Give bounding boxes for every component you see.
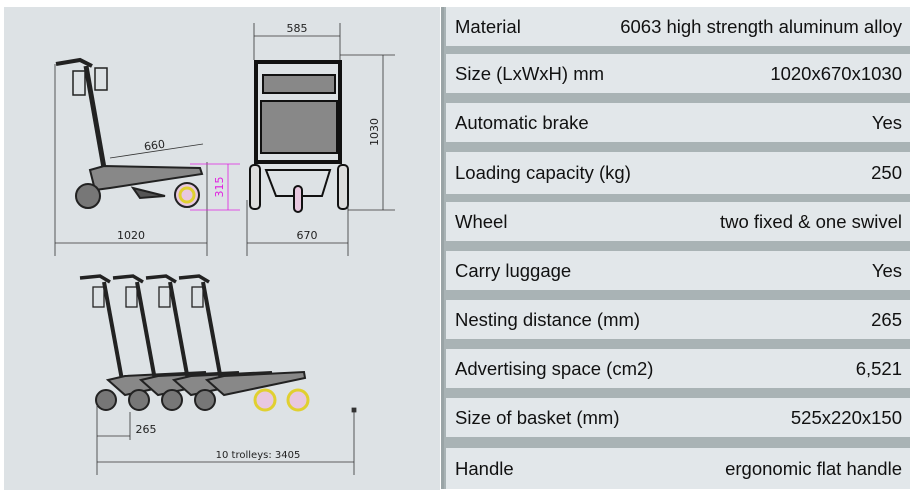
- spec-value: two fixed & one swivel: [719, 210, 902, 232]
- spec-value: 1020x670x1030: [770, 62, 902, 84]
- spec-row-handle: Handle ergonomic flat handle: [446, 448, 910, 489]
- nested-trolleys: [79, 274, 310, 412]
- spec-label: Nesting distance (mm): [455, 308, 641, 330]
- side-dimensions: [54, 64, 240, 256]
- spec-label: Automatic brake: [455, 111, 589, 133]
- spec-value: Yes: [871, 111, 902, 133]
- spec-row-material: Material 6063 high strength aluminum allo…: [446, 7, 910, 46]
- dim-top-width: 585: [287, 22, 308, 35]
- front-dimensions: [246, 23, 395, 256]
- spec-label: Handle: [455, 457, 514, 479]
- dim-height: 1030: [368, 118, 381, 146]
- spec-value: 525x220x150: [790, 406, 902, 428]
- spec-value: Yes: [871, 259, 902, 281]
- dim-nested-length: 10 trolleys: 3405: [216, 450, 301, 461]
- spec-label: Size of basket (mm): [455, 406, 620, 428]
- spec-label: Material: [455, 15, 521, 37]
- front-view-trolley: [249, 60, 349, 213]
- dim-side-length: 1020: [117, 229, 145, 242]
- spec-row-brake: Automatic brake Yes: [446, 103, 910, 142]
- spec-label: Loading capacity (kg): [455, 162, 631, 183]
- spec-table: Material 6063 high strength aluminum allo…: [441, 7, 910, 489]
- spec-row-size: Size (LxWxH) mm 1020x670x1030: [446, 54, 910, 93]
- technical-drawing: 1020 660 315 585 670 1030 265 10 trolley…: [4, 7, 440, 490]
- nested-dimensions: [96, 405, 357, 475]
- trolley-drawing-svg: 1020 660 315 585 670 1030 265 10 trolley…: [54, 22, 395, 475]
- spec-label: Advertising space (cm2): [455, 357, 654, 379]
- spec-label: Size (LxWxH) mm: [455, 62, 605, 84]
- dim-deck-height: 315: [213, 177, 226, 198]
- spec-value: 265: [871, 308, 902, 330]
- dim-nesting: 265: [136, 423, 157, 436]
- spec-value: ergonomic flat handle: [725, 457, 902, 479]
- spec-label: Wheel: [455, 210, 508, 232]
- spec-value: 6063 high strength aluminum alloy: [620, 15, 902, 37]
- spec-row-advertising: Advertising space (cm2) 6,521: [446, 349, 910, 388]
- side-view-trolley: [55, 57, 204, 209]
- spec-row-luggage: Carry luggage Yes: [446, 251, 910, 290]
- spec-row-basket: Size of basket (mm) 525x220x150: [446, 398, 910, 437]
- dim-width: 670: [297, 229, 318, 242]
- spec-value: 250: [871, 162, 902, 183]
- spec-row-nesting: Nesting distance (mm) 265: [446, 300, 910, 339]
- spec-row-wheel: Wheel two fixed & one swivel: [446, 202, 910, 241]
- spec-row-capacity: Loading capacity (kg) 250: [446, 152, 910, 194]
- dim-deck-length: 660: [143, 138, 166, 154]
- spec-value: 6,521: [855, 357, 902, 379]
- spec-label: Carry luggage: [455, 259, 572, 281]
